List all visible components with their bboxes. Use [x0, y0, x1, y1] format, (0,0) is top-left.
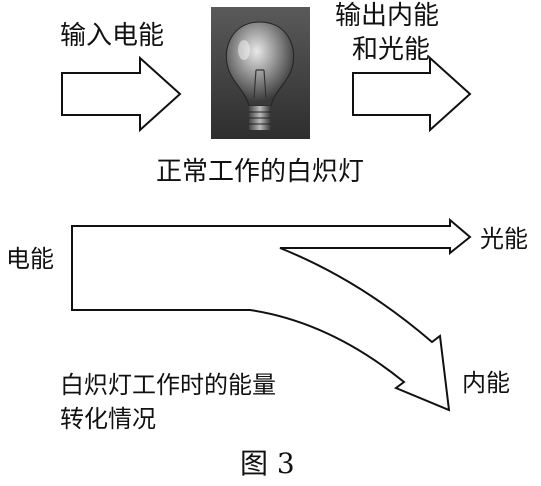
sankey-description-line1: 白炽灯工作时的能量 — [60, 371, 276, 399]
sankey-input-label: 电能 — [6, 245, 54, 273]
sankey-heat-label: 内能 — [462, 369, 510, 397]
output-arrow — [352, 55, 472, 133]
light-bulb-photo — [211, 7, 310, 139]
output-energy-label-line2: 和光能 — [352, 35, 431, 65]
energy-flow-sankey — [71, 217, 472, 412]
sankey-description-line2: 转化情况 — [60, 405, 156, 433]
figure-caption: 图 3 — [240, 447, 295, 480]
input-energy-label: 输入电能 — [60, 21, 165, 51]
sankey-light-label: 光能 — [480, 225, 528, 253]
bulb-caption: 正常工作的白炽灯 — [156, 157, 365, 187]
output-energy-label-line1: 输出内能 — [335, 1, 440, 31]
input-arrow — [61, 55, 182, 133]
